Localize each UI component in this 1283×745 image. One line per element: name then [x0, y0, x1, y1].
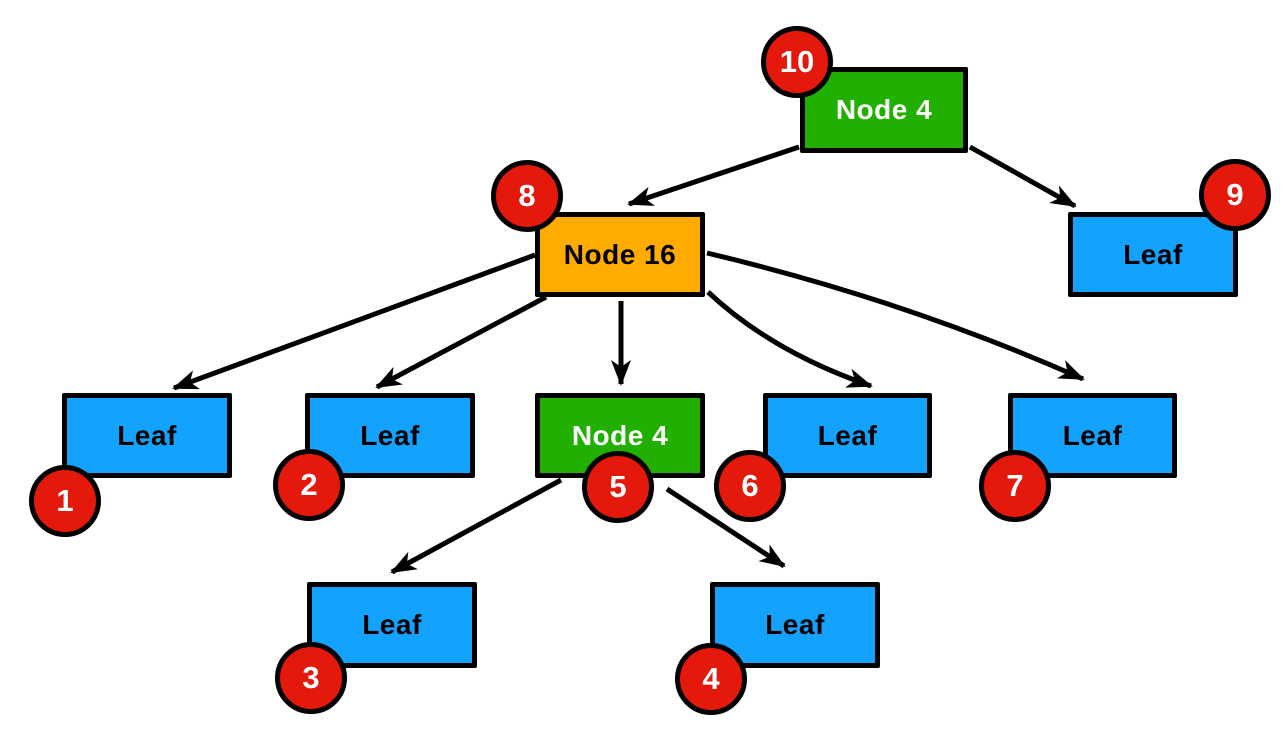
- edge-root-to-leaf9: [968, 144, 1077, 209]
- node-label: Leaf: [360, 419, 420, 451]
- edge-root-to-node16: [627, 144, 800, 207]
- leaf-top-right[interactable]: Leaf: [1068, 212, 1238, 297]
- edge-node16-to-leaf1: [172, 252, 536, 391]
- mark-badge-value: 3: [302, 660, 320, 695]
- mark-badge-5: 5: [582, 451, 654, 523]
- mark-badge-value: 7: [1006, 468, 1024, 503]
- mark-badge-value: 4: [702, 661, 720, 696]
- mark-badge-4: 4: [675, 643, 747, 715]
- mark-badge-value: 9: [1226, 177, 1244, 212]
- node-label: Leaf: [362, 609, 422, 640]
- node-label: Node 4: [835, 94, 933, 125]
- node-root[interactable]: Node 4: [800, 67, 968, 153]
- mark-badge-2: 2: [273, 449, 345, 521]
- edge-node4mid-to-leaf3: [390, 477, 563, 575]
- edge-node4mid-to-leaf4: [665, 486, 786, 569]
- mark-badge-value: 5: [609, 469, 627, 504]
- edge-node16-to-leaf7: [706, 250, 1085, 382]
- mark-badge-7: 7: [979, 450, 1051, 522]
- node-4-middle[interactable]: Node 4: [535, 393, 705, 478]
- node-label: Leaf: [1062, 419, 1123, 451]
- node-label: Leaf: [117, 419, 177, 451]
- leaf-row3-first[interactable]: Leaf: [62, 393, 232, 478]
- edge-node16-to-leaf2: [375, 294, 548, 390]
- edge-node16-to-leaf6: [706, 290, 873, 389]
- mark-badge-10: 10: [761, 26, 833, 98]
- mark-badge-9: 9: [1199, 159, 1271, 231]
- mark-badge-value: 1: [56, 483, 74, 518]
- node-16[interactable]: Node 16: [535, 212, 705, 297]
- mark-badge-6: 6: [714, 450, 786, 522]
- leaf-bottom-right[interactable]: Leaf: [710, 582, 880, 668]
- node-label: Node 16: [563, 238, 677, 270]
- mark-badge-value: 10: [779, 44, 815, 79]
- mark-badge-1: 1: [29, 465, 101, 537]
- node-label: Leaf: [1123, 238, 1183, 270]
- node-label: Leaf: [765, 609, 825, 640]
- mark-badge-8: 8: [491, 160, 563, 232]
- mark-badge-value: 8: [518, 178, 536, 213]
- mark-badge-value: 6: [741, 468, 759, 503]
- mark-badge-3: 3: [275, 642, 347, 714]
- mark-badge-value: 2: [300, 467, 318, 502]
- node-label: Node 4: [571, 419, 669, 451]
- node-label: Leaf: [817, 419, 878, 451]
- leaf-row3-fourth[interactable]: Leaf: [763, 393, 932, 478]
